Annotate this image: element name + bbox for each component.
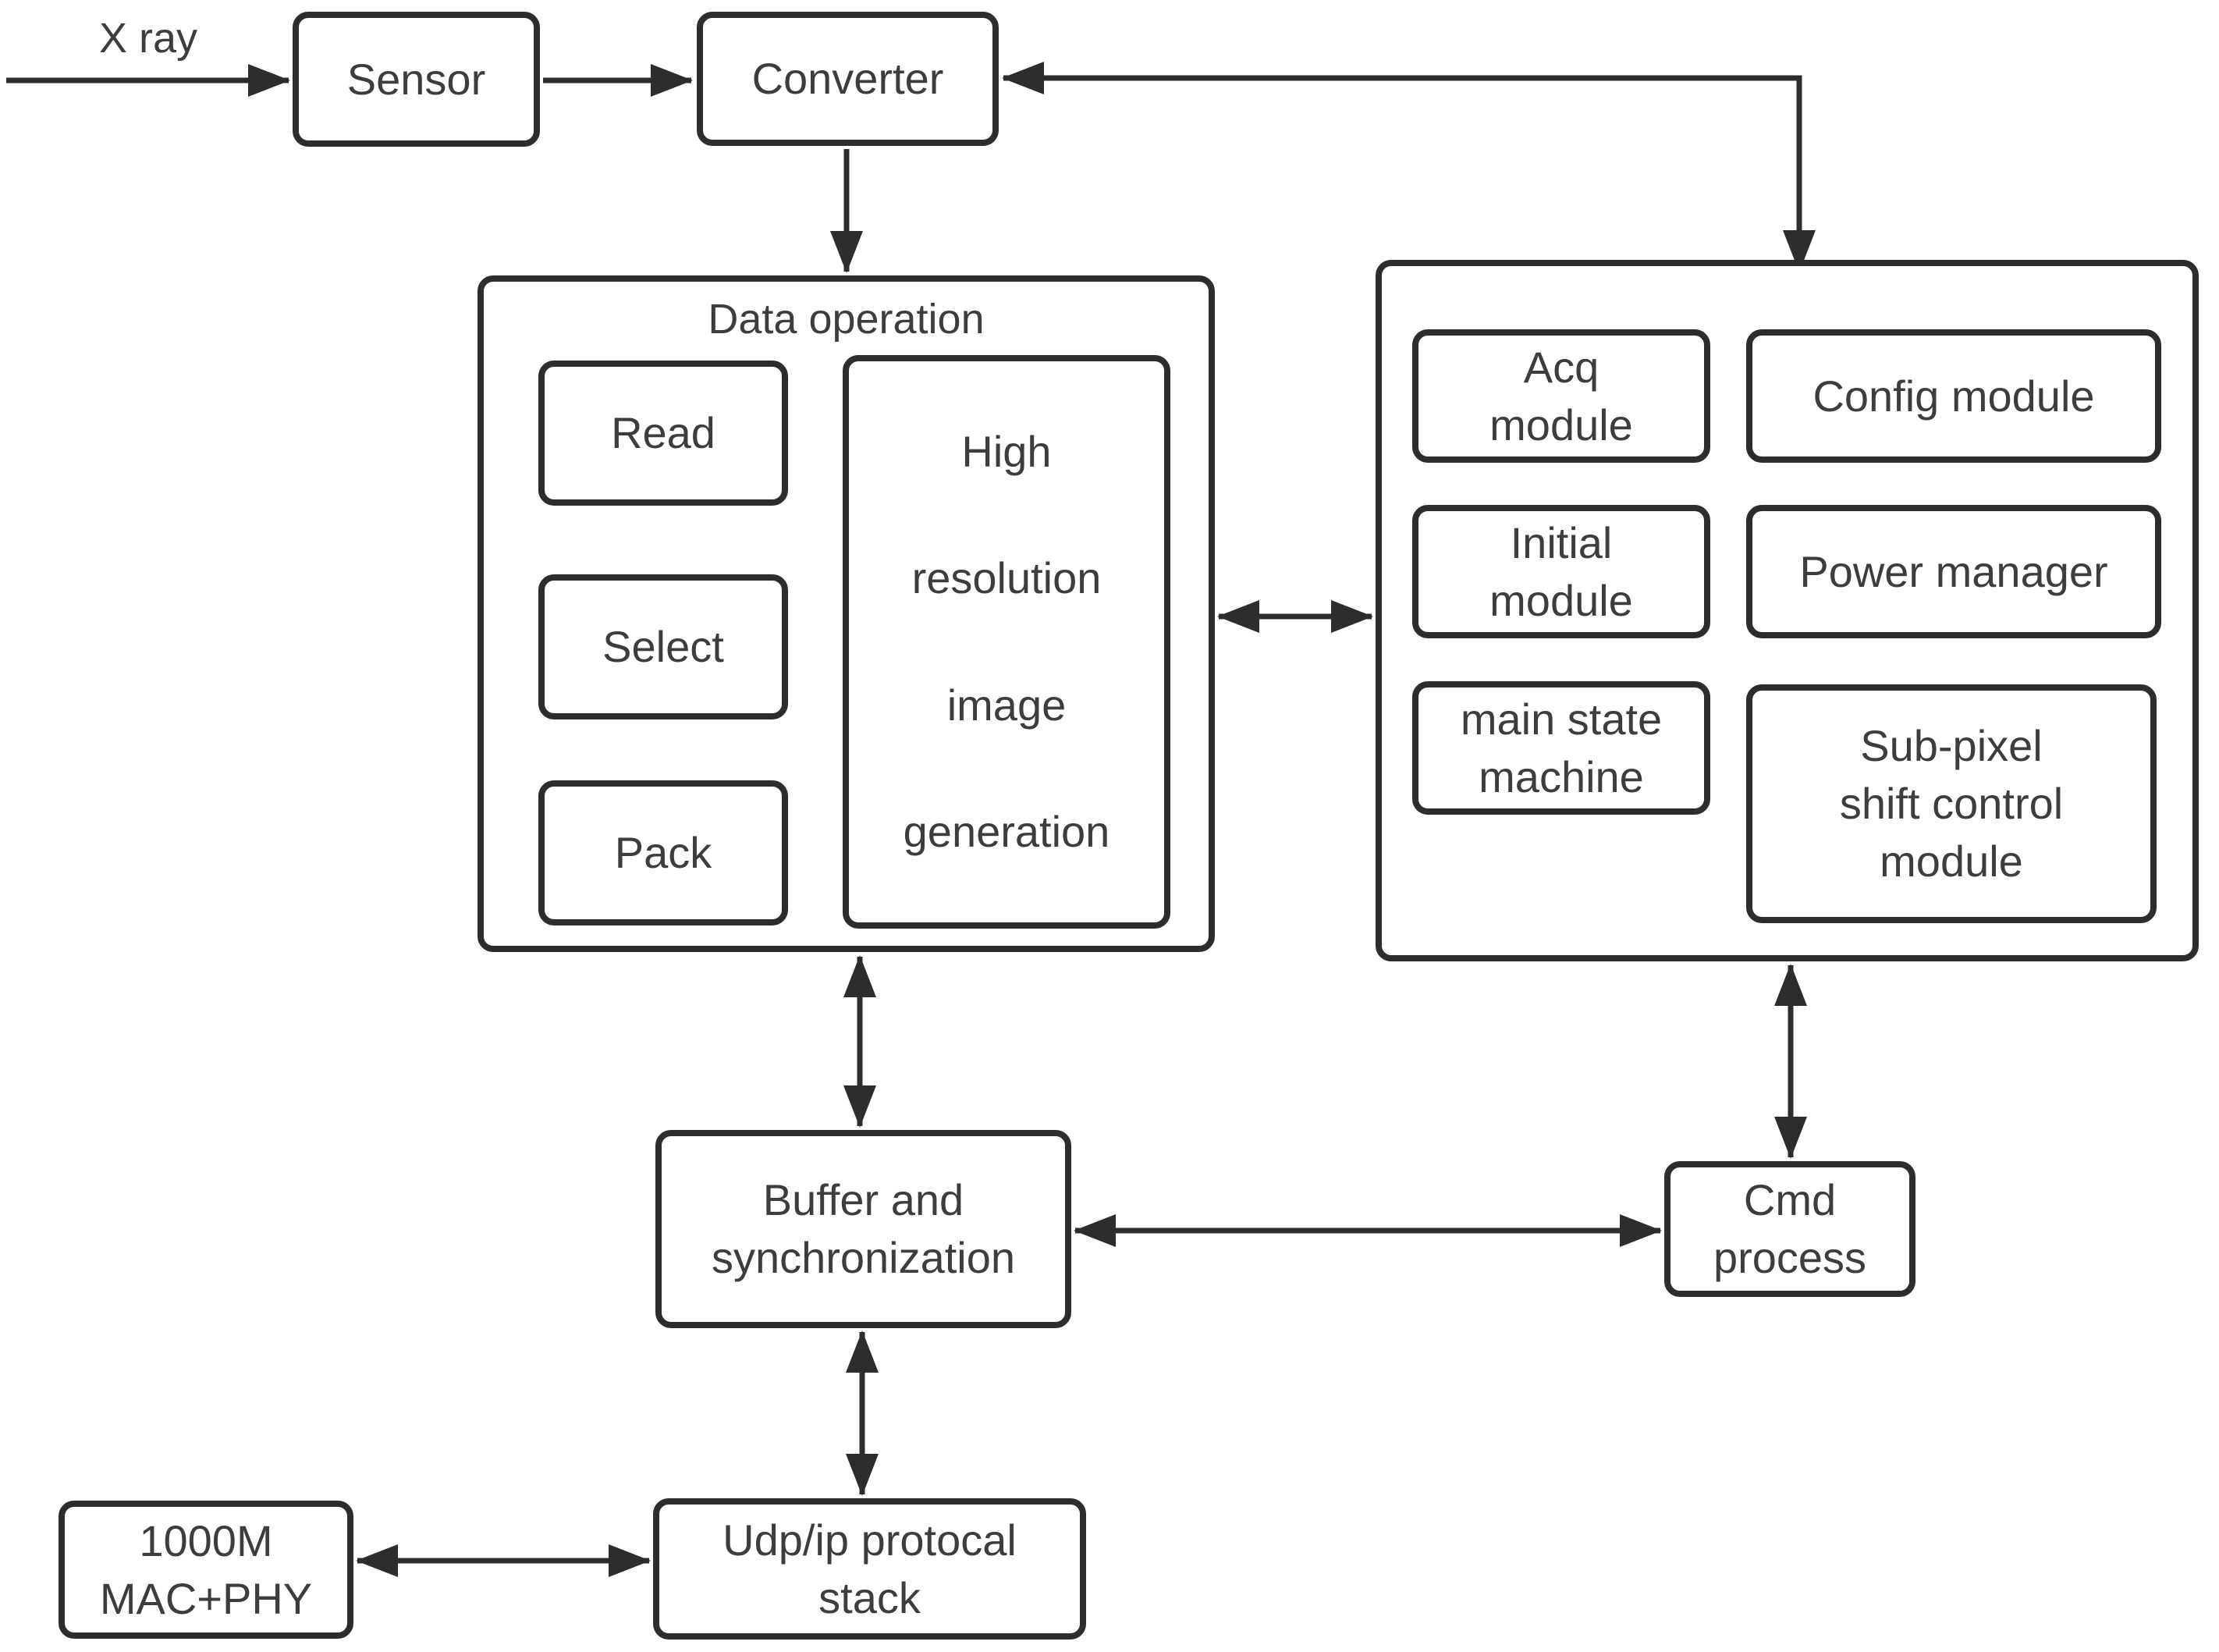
- acq-module-node: Acq module: [1412, 329, 1710, 463]
- subpixel-shift-control-node: Sub-pixel shift control module: [1746, 684, 2157, 923]
- select-node: Select: [538, 574, 788, 719]
- buffer-synchronization-node: Buffer and synchronization: [655, 1130, 1071, 1328]
- main-state-machine-node: main state machine: [1412, 681, 1710, 815]
- data-operation-title: Data operation: [708, 296, 985, 343]
- pack-node: Pack: [538, 780, 788, 925]
- high-resolution-image-generation-node: High resolution image generation: [843, 355, 1170, 929]
- control-to-converter-elbow-arrow: [1002, 62, 1816, 272]
- mac-phy-node: 1000M MAC+PHY: [59, 1501, 353, 1639]
- config-module-node: Config module: [1746, 329, 2161, 463]
- converter-node: Converter: [697, 12, 999, 146]
- sensor-node: Sensor: [293, 12, 540, 147]
- read-node: Read: [538, 361, 788, 506]
- udp-ip-stack-node: Udp/ip protocal stack: [653, 1498, 1086, 1640]
- power-manager-node: Power manager: [1746, 505, 2161, 638]
- initial-module-node: Initial module: [1412, 505, 1710, 638]
- cmd-process-node: Cmd process: [1664, 1161, 1915, 1297]
- xray-input-label: X ray: [98, 15, 198, 62]
